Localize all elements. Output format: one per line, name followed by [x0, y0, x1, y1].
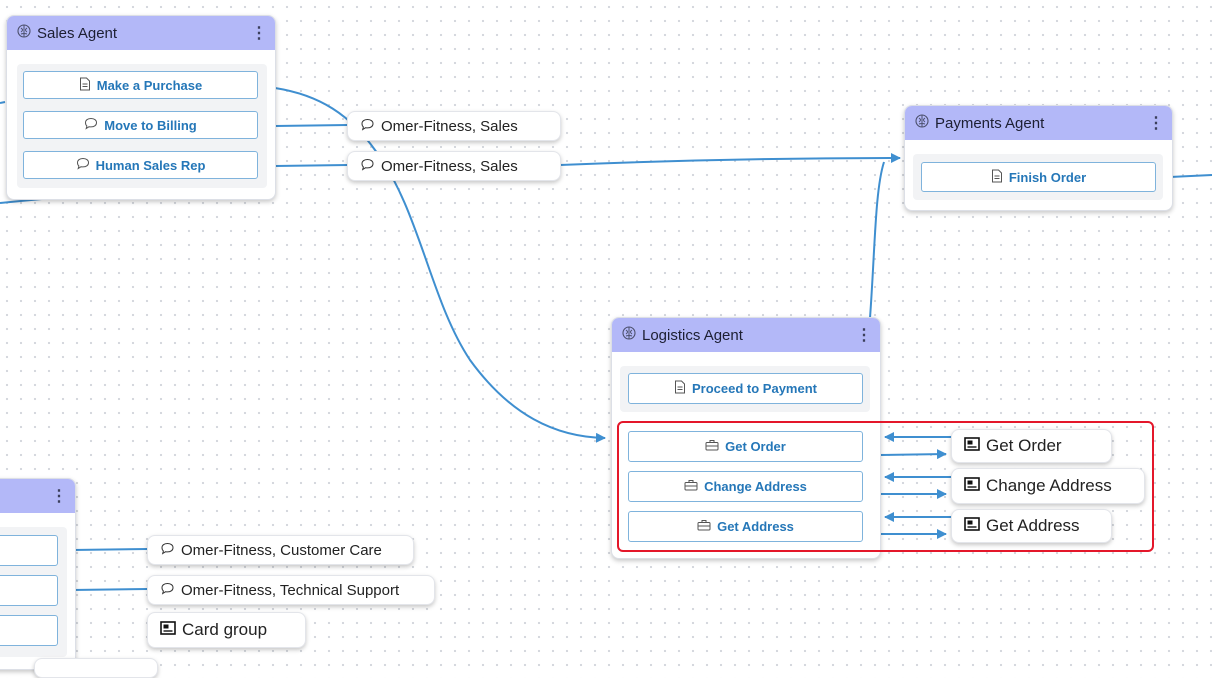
pill-label: Get Order [986, 436, 1062, 455]
action-label: Get Order [725, 439, 786, 454]
card-group-pill[interactable]: Card group [147, 612, 306, 648]
pill-label: Omer-Fitness, Customer Care [181, 541, 382, 559]
partial-agent-actions [0, 527, 67, 657]
pill-label: Omer-Fitness, Technical Support [181, 581, 400, 599]
tool-pill-get-address[interactable]: Get Address [951, 509, 1112, 543]
channel-pill-sales[interactable]: Omer-Fitness, Sales [347, 111, 561, 141]
chat-bubble-icon [76, 157, 90, 173]
card-icon [964, 516, 980, 536]
toolbox-icon [697, 519, 711, 534]
channel-pill-technical-support[interactable]: Omer-Fitness, Technical Support [147, 575, 435, 605]
chat-bubble-icon [84, 117, 98, 133]
action-label: Move to Billing [104, 117, 197, 133]
chat-bubble-icon [160, 542, 175, 559]
proceed-to-payment-button[interactable]: Proceed to Payment [628, 373, 863, 404]
edge-support-in [71, 588, 149, 591]
brain-icon [17, 24, 31, 42]
partial-agent-node[interactable]: ⋮ [0, 478, 76, 670]
action-label: Human Sales Rep [95, 157, 206, 173]
edge-care-in [71, 548, 149, 551]
pill-label: Omer-Fitness, Sales [381, 117, 518, 135]
tool-pill-change-address[interactable]: Change Address [951, 468, 1145, 504]
document-icon [991, 169, 1003, 186]
logistics-agent-header[interactable]: Logistics Agent ⋮ [612, 318, 880, 352]
action-label: Get Address [717, 519, 794, 534]
chat-bubble-icon [360, 158, 375, 175]
payments-agent-title: Payments Agent [935, 114, 1045, 132]
make-a-purchase-button[interactable]: Make a Purchase [23, 71, 258, 99]
edge-billing-to-sales-pill [274, 124, 349, 127]
payments-agent-actions: Finish Order [913, 154, 1163, 200]
channel-pill-sales[interactable]: Omer-Fitness, Sales [347, 151, 561, 181]
card-icon [160, 620, 176, 640]
brain-icon [915, 114, 929, 132]
payments-agent-header[interactable]: Payments Agent ⋮ [905, 106, 1172, 140]
kebab-menu-icon[interactable]: ⋮ [51, 488, 67, 505]
chat-bubble-icon [160, 582, 175, 599]
edge-payments-out [1169, 174, 1212, 178]
action-label: Finish Order [1008, 169, 1087, 185]
brain-icon [622, 326, 636, 344]
logistics-agent-node[interactable]: Logistics Agent ⋮ Proceed to Payment Get… [611, 317, 881, 559]
kebab-menu-icon[interactable]: ⋮ [856, 327, 872, 344]
get-address-button[interactable]: Get Address [628, 511, 863, 542]
edge-human-rep-to-sales-pill [274, 164, 349, 167]
action-label: Make a Purchase [96, 77, 203, 93]
document-icon [79, 77, 91, 94]
toolbox-icon [684, 479, 698, 494]
finish-order-button[interactable]: Finish Order [921, 162, 1156, 192]
edge-purchase-to-logistics [274, 87, 606, 443]
kebab-menu-icon[interactable]: ⋮ [1148, 115, 1164, 132]
action-label: Change Address [704, 479, 807, 494]
chat-bubble-icon [360, 118, 375, 135]
edge-logistics-to-payments [869, 161, 885, 319]
partial-bottom-pill[interactable] [34, 658, 158, 678]
partial-action-button[interactable] [0, 615, 58, 646]
toolbox-icon [705, 439, 719, 454]
sales-agent-node[interactable]: Sales Agent ⋮ Make a Purchase Move to Bi… [6, 15, 276, 200]
pill-label: Card group [182, 620, 268, 639]
sales-agent-actions: Make a Purchase Move to Billing Human Sa… [17, 64, 267, 188]
edge-left-incoming [0, 101, 6, 104]
human-sales-rep-button[interactable]: Human Sales Rep [23, 151, 258, 179]
kebab-menu-icon[interactable]: ⋮ [251, 25, 267, 42]
card-icon [964, 436, 980, 456]
edge-get-order-call [879, 449, 947, 460]
channel-pill-customer-care[interactable]: Omer-Fitness, Customer Care [147, 535, 414, 565]
partial-action-button[interactable] [0, 575, 58, 606]
logistics-agent-title: Logistics Agent [642, 326, 743, 344]
change-address-button[interactable]: Change Address [628, 471, 863, 502]
action-label: Proceed to Payment [692, 381, 817, 396]
logistics-agent-actions: Proceed to Payment [620, 366, 870, 412]
sales-agent-header[interactable]: Sales Agent ⋮ [7, 16, 275, 50]
sales-agent-title: Sales Agent [37, 24, 118, 42]
move-to-billing-button[interactable]: Move to Billing [23, 111, 258, 139]
payments-agent-node[interactable]: Payments Agent ⋮ Finish Order [904, 105, 1173, 211]
card-icon [964, 476, 980, 496]
tool-pill-get-order[interactable]: Get Order [951, 429, 1112, 463]
pill-label: Omer-Fitness, Sales [381, 157, 518, 175]
pill-label: Change Address [986, 476, 1112, 495]
partial-action-button[interactable] [0, 535, 58, 566]
document-icon [674, 380, 686, 397]
partial-agent-header[interactable]: ⋮ [0, 479, 75, 513]
edge-sales-pill-to-payments [559, 153, 901, 166]
get-order-button[interactable]: Get Order [628, 431, 863, 462]
pill-label: Get Address [986, 516, 1080, 535]
